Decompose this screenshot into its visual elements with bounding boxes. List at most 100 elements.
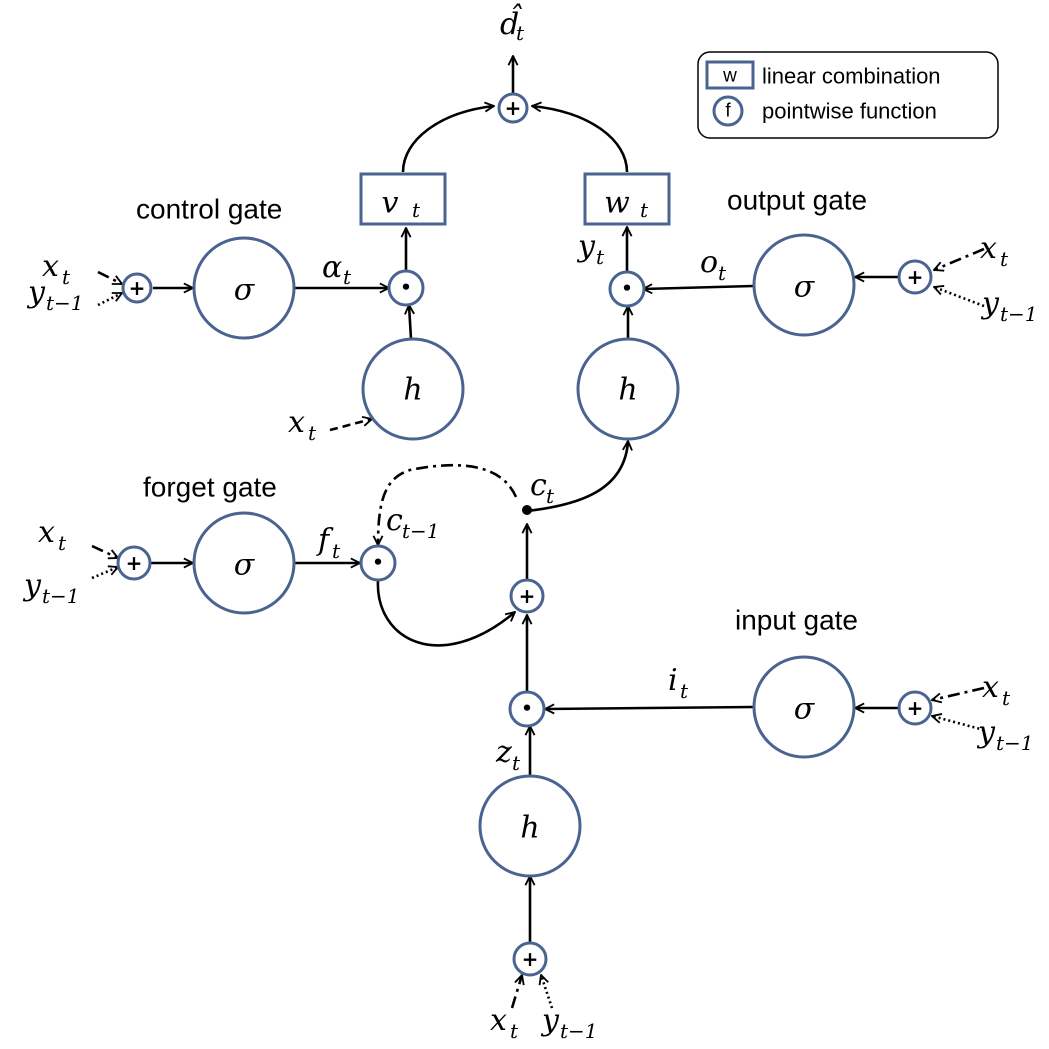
legend-frame [697, 51, 999, 139]
bottom-yt1-sub: t−1 [560, 1019, 598, 1043]
bottom-plus-node [512, 941, 548, 977]
it-label: i [668, 663, 678, 698]
nodes: + v t w t + σ • h + σ • h + σ • [116, 92, 933, 977]
forget-yt1-label: y [22, 568, 42, 603]
input-h-symbol: h [520, 811, 539, 846]
output-sum-symbol: + [505, 96, 522, 120]
yt-sub: t [596, 245, 605, 269]
output-h-symbol: h [618, 373, 637, 408]
edge-output-sigma-to-dot [643, 286, 754, 289]
ct-label: c [530, 468, 547, 503]
output-dot-symbol: • [621, 279, 633, 300]
zt-sub: t [512, 751, 521, 775]
edge-yt1-to-control-plus [97, 291, 122, 307]
legend-box-icon [705, 60, 755, 90]
forget-plus-symbol: + [126, 551, 143, 575]
cell-plus-node [509, 578, 545, 614]
edge-yt1-to-input-plus [932, 716, 985, 732]
output-plus-symbol: + [907, 265, 924, 289]
output-xt-sub: t [1000, 247, 1009, 271]
cell-state-junction [522, 505, 532, 515]
w-box-sub: t [640, 198, 649, 222]
forget-xt-sub: t [58, 531, 67, 555]
yt-label: y [576, 229, 596, 264]
output-h-node [576, 337, 680, 441]
legend-circle-icon [712, 95, 744, 127]
cell-plus-symbol: + [519, 584, 536, 608]
edge-yt1-to-forget-plus [91, 567, 118, 580]
zt-label: z [495, 735, 512, 770]
edge-xt-to-control-plus [97, 270, 122, 286]
control-yt1-sub: t−1 [46, 291, 84, 315]
it-sub: t [680, 679, 689, 703]
control-gate-title: control gate [136, 194, 282, 225]
control-sigma-node [192, 236, 296, 340]
edge-yt1-to-output-plus [934, 287, 985, 308]
edge-ct-to-output-h [526, 441, 628, 513]
control-yt1-label: y [26, 275, 46, 310]
edge-ct-recurrent-to-forget-dot [378, 463, 518, 545]
v-box [359, 172, 447, 226]
alpha-label: α [322, 250, 342, 285]
input-gate-title: input gate [735, 605, 858, 636]
input-plus-node [897, 690, 933, 726]
w-box [583, 172, 671, 226]
forget-dot-node [359, 544, 397, 582]
input-sigma-node [752, 655, 856, 759]
bottom-xt-label: x [490, 1003, 507, 1038]
forget-gate-title: forget gate [143, 472, 277, 503]
control-dot-symbol: • [400, 278, 412, 299]
input-sigma-symbol: σ [794, 692, 816, 727]
control-h-xt-sub: t [308, 421, 317, 445]
v-box-sub: t [412, 198, 421, 222]
edge-w-to-sum [532, 106, 629, 173]
edges [91, 56, 985, 1009]
control-plus-symbol: + [129, 276, 146, 300]
edge-yt1-to-bottom-plus [541, 975, 554, 1009]
output-yt1-sub: t−1 [1000, 302, 1038, 326]
edge-v-to-sum [401, 106, 494, 173]
forget-dot-symbol: • [372, 553, 384, 574]
ot-label: o [700, 245, 718, 280]
edge-input-sigma-to-dot [545, 707, 754, 709]
input-plus-symbol: + [907, 696, 924, 720]
input-yt1-sub: t−1 [996, 731, 1034, 755]
output-plus-node [897, 259, 933, 295]
edge-forget-dot-to-cell-plus [376, 579, 515, 647]
edge-xt-to-h [329, 419, 372, 432]
w-box-label: w [604, 186, 630, 221]
dhat-label: d̂ [500, 3, 522, 42]
forget-xt-label: x [38, 515, 55, 550]
dhat-sub: t [516, 21, 525, 45]
bottom-yt1-label: y [540, 1003, 560, 1038]
forget-sigma-node [192, 511, 296, 615]
forget-yt1-sub: t−1 [42, 584, 80, 608]
legend-circle-label: pointwise function [762, 99, 937, 124]
input-h-node [478, 774, 582, 878]
forget-sigma-symbol: σ [234, 548, 256, 583]
ct1-sub: t−1 [402, 519, 440, 543]
alpha-sub: t [343, 265, 352, 289]
edge-h-to-control-dot [409, 305, 411, 340]
input-dot-symbol: • [521, 699, 533, 720]
control-plus-node [121, 272, 153, 304]
output-sigma-symbol: σ [794, 270, 816, 305]
ot-sub: t [718, 261, 727, 285]
control-h-symbol: h [403, 373, 422, 408]
legend-circle-symbol: f [725, 101, 731, 122]
output-sum-node [497, 92, 529, 124]
edge-xt-to-bottom-plus [510, 975, 522, 1009]
input-yt1-label: y [976, 715, 996, 750]
control-sigma-symbol: σ [234, 273, 256, 308]
edge-xt-to-forget-plus [91, 544, 118, 558]
legend-box-symbol: w [722, 66, 737, 87]
forget-plus-node [116, 545, 152, 581]
output-yt1-label: y [980, 286, 1000, 321]
variable-labels: d̂ t x t y t−1 α t x t y t o t x t y t−1… [22, 3, 1038, 1043]
v-box-label: v [382, 186, 399, 221]
control-dot-node [387, 269, 425, 307]
input-xt-sub: t [1002, 686, 1011, 710]
ct-sub: t [546, 484, 555, 508]
output-sigma-node [752, 233, 856, 337]
output-gate-title: output gate [727, 185, 867, 216]
